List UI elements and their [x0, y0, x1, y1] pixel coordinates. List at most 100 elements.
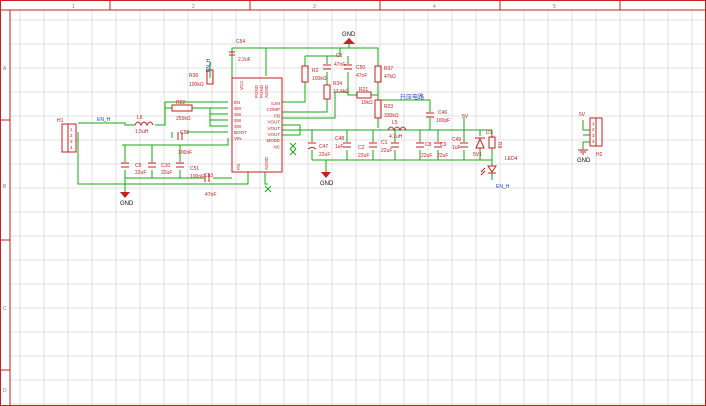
- c10-value: 22uF: [161, 170, 172, 176]
- capacitor-c10[interactable]: C10 22uF: [148, 162, 172, 176]
- c9-ref: C9: [440, 142, 447, 148]
- zener-diode-d1[interactable]: D1 5V1: [473, 130, 493, 158]
- c8-value: 22uF: [421, 153, 432, 159]
- r34-ref: R34: [333, 81, 342, 87]
- c52-ref: C52: [180, 130, 189, 136]
- capacitor-c54[interactable]: C54 2.2uF: [229, 39, 251, 63]
- net-en-h-bottom: EN_H: [496, 184, 510, 190]
- ic-pin-right-nc-7: NC: [274, 144, 281, 149]
- c53-ref: C53: [204, 173, 213, 179]
- h2-ref: H2: [596, 152, 603, 158]
- resistor-r21[interactable]: R21 10kΩ: [356, 87, 373, 106]
- connector-h2[interactable]: H2 1 2 3 4: [589, 117, 603, 158]
- r21-ref: R21: [359, 87, 368, 93]
- h2-pin-1: 1: [592, 121, 595, 126]
- capacitor-c3[interactable]: C3 47nF: [323, 53, 345, 70]
- ruler-row-a: A: [3, 66, 7, 72]
- c2-ref: C2: [358, 145, 365, 151]
- h1-pin-2: 2: [70, 133, 73, 138]
- capacitor-c49[interactable]: C49 1uF: [452, 137, 468, 151]
- capacitor-c5[interactable]: C5 22uF: [121, 162, 146, 176]
- r22-ref: R22: [176, 100, 185, 106]
- resistor-r2[interactable]: R2 100kΩ: [301, 65, 327, 83]
- resistor-r23[interactable]: R23 330kΩ: [374, 99, 399, 119]
- net-en-h-top: EN_H: [206, 58, 212, 72]
- ground-symbol-mid: GND: [320, 172, 334, 187]
- ic-pin-right-vout-5: VOUT: [267, 132, 280, 137]
- ic-pin-left-boot-5: BOOT: [234, 130, 247, 135]
- led-led4[interactable]: LED4: [480, 156, 518, 176]
- inductor-l6[interactable]: L6 1.5uH: [134, 115, 154, 135]
- ruler-col-5: 5: [553, 4, 556, 10]
- resistor-r37[interactable]: R37 47kΩ: [374, 65, 396, 83]
- c52-value: 100nF: [178, 150, 192, 156]
- ic-pin-right-vout-4: VOUT: [267, 126, 280, 131]
- capacitor-c47[interactable]: C47 22uF: [307, 142, 330, 158]
- gnd-top-label: GND: [342, 32, 356, 38]
- capacitor-c52[interactable]: C52 100nF: [177, 130, 192, 156]
- ruler-col-4: 4: [433, 4, 436, 10]
- gnd-left-label: GND: [120, 201, 134, 207]
- r36-value: 100kΩ: [189, 82, 204, 88]
- l6-value: 1.5uH: [135, 129, 149, 135]
- c50-value: 47nF: [356, 73, 367, 79]
- l6-ref: L6: [137, 115, 143, 121]
- capacitor-c51[interactable]: C51 100nF: [176, 162, 204, 180]
- capacitor-c2[interactable]: C2 22uF: [358, 142, 377, 159]
- capacitor-c50[interactable]: C50 47nF: [344, 64, 367, 79]
- ic-pin-right-vout-3: VOUT: [267, 120, 280, 125]
- gnd-mid-label: GND: [320, 181, 334, 187]
- capacitor-c9[interactable]: C9 22uF: [434, 142, 448, 159]
- capacitor-c48[interactable]: C48 1uF: [335, 136, 351, 150]
- c48-ref: C48: [335, 136, 344, 142]
- resistor-r22[interactable]: R22 255kΩ: [171, 100, 193, 122]
- ic-pin-left-en-0: EN: [234, 100, 240, 105]
- r2-value: 100kΩ: [312, 76, 327, 82]
- h2-pin-3: 3: [592, 133, 595, 138]
- resistor-r34[interactable]: R34 17.4kΩ: [323, 81, 349, 100]
- c54-value: 2.2uF: [238, 57, 251, 63]
- ic-pin-right-mode-6: MODE: [267, 138, 281, 143]
- ruler-col-2: 2: [192, 4, 195, 10]
- c49-value: 1uF: [452, 145, 461, 151]
- c1-ref: C1: [381, 140, 388, 146]
- c10-ref: C10: [161, 163, 170, 169]
- c3-value: 47nF: [334, 62, 345, 68]
- c2-value: 22uF: [358, 153, 369, 159]
- ground-symbol-left: GND: [120, 192, 134, 207]
- h2-pin-4: 4: [592, 139, 595, 144]
- capacitor-c1[interactable]: C1 22uF: [381, 140, 399, 154]
- c47-value: 22uF: [319, 152, 330, 158]
- c5-ref: C5: [135, 163, 142, 169]
- c8-ref: C8: [425, 142, 432, 148]
- gnd-right-label: GND: [577, 158, 591, 164]
- capacitor-c53[interactable]: C53 47nF: [204, 173, 216, 198]
- c48-value: 1uF: [335, 144, 344, 150]
- ic-pin-right-comp-1: COMP: [267, 107, 281, 112]
- resistor-r36[interactable]: R36 100kΩ: [189, 69, 214, 88]
- r21-value: 10kΩ: [361, 100, 373, 106]
- resistor-r8[interactable]: R8: [488, 136, 502, 149]
- c47-ref: C47: [319, 144, 328, 150]
- c54-ref: C54: [236, 39, 245, 45]
- r8-ref: R8: [496, 142, 502, 149]
- r23-value: 330kΩ: [384, 113, 399, 119]
- r36-ref: R36: [189, 73, 198, 79]
- h2-pin-2: 2: [592, 127, 595, 132]
- r2-ref: R2: [312, 68, 319, 74]
- ic-pin-right-fb-2: FB: [274, 113, 280, 118]
- ruler-row-b: B: [3, 184, 7, 190]
- ic-pin-left-vin-6: VIN: [234, 136, 242, 141]
- connector-h1[interactable]: H1 1 2 3 4: [57, 118, 77, 153]
- capacitor-c46[interactable]: C46 100pF: [426, 110, 450, 124]
- capacitor-c8[interactable]: C8 22uF: [416, 142, 432, 159]
- ic-pin-pgnd-2: PGND: [259, 84, 264, 98]
- net-5v-output: 5V: [462, 114, 469, 120]
- inductor-l5[interactable]: L5 4.7uH: [387, 120, 407, 140]
- ic-pin-left-sw-4: SW: [234, 124, 242, 129]
- led4-ref: LED4: [505, 156, 518, 162]
- r37-value: 47kΩ: [384, 74, 396, 80]
